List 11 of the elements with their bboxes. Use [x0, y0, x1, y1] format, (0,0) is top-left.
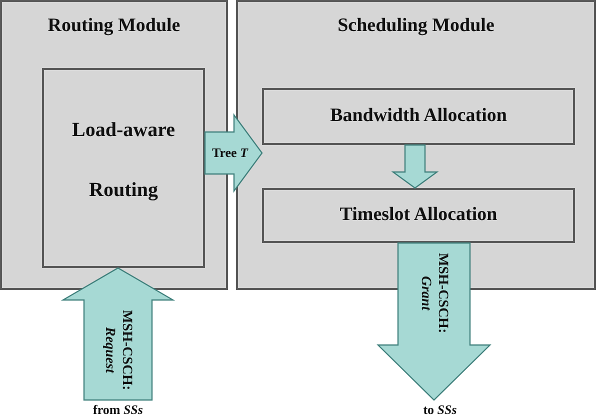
node-title: Scheduling Module — [338, 14, 494, 38]
node-title: Timeslot Allocation — [340, 203, 498, 228]
node-title: Load-aware Routing — [71, 118, 176, 203]
process-bar — [262, 188, 575, 243]
node-title: Bandwidth Allocation — [330, 104, 507, 128]
block-arrow — [391, 144, 439, 189]
port-label: from SSs — [93, 401, 143, 420]
process-box — [42, 68, 205, 268]
port-label: to SSs — [423, 401, 457, 420]
process-bar — [262, 88, 575, 145]
node-title: Routing Module — [48, 14, 180, 38]
